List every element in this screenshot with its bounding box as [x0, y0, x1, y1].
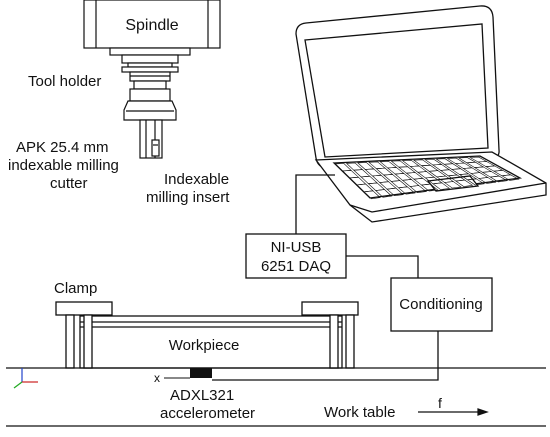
- cutter-label-line3: cutter: [50, 175, 88, 192]
- accelerometer-label-line1: ADXL321: [170, 387, 234, 404]
- sensor-x-label: x: [154, 371, 160, 385]
- tool-holder: [121, 54, 179, 64]
- laptop-key: [466, 178, 485, 186]
- workpiece-label: Workpiece: [169, 337, 240, 354]
- clamp-left: [55, 301, 113, 316]
- cutter-label-line1: APK 25.4 mm: [16, 139, 109, 156]
- clamp-right: [301, 301, 359, 316]
- insert-label-line2: milling insert: [146, 189, 230, 206]
- milling-insert: [151, 139, 160, 157]
- clamp-label: Clamp: [54, 280, 97, 297]
- coordinate-axes: [13, 368, 38, 389]
- laptop-key: [386, 187, 404, 197]
- laptop-key: [500, 174, 520, 181]
- fixture: [55, 301, 359, 369]
- cutter-label-line2: indexable milling: [8, 157, 119, 174]
- laptop-key: [409, 185, 428, 194]
- laptop-key: [489, 175, 509, 183]
- conditioning-label: Conditioning: [399, 296, 482, 313]
- tool-holder-label: Tool holder: [28, 73, 101, 90]
- laptop-key: [455, 179, 474, 187]
- laptop-key: [432, 182, 451, 190]
- daq-box: [245, 233, 347, 279]
- daq-label-line2: 6251 DAQ: [261, 258, 331, 275]
- laptop-key: [397, 186, 416, 195]
- feed-arrow: [418, 408, 489, 416]
- accelerometer: [190, 368, 212, 378]
- daq-label-line1: NI-USB: [271, 239, 322, 256]
- laptop-keyboard: [332, 155, 523, 199]
- laptop-key: [443, 181, 462, 189]
- work-table-label: Work table: [324, 404, 395, 421]
- conditioning-box: [390, 277, 493, 332]
- laptop: [295, 5, 547, 223]
- signal-wires: [212, 174, 439, 381]
- spindle-body: [83, 0, 221, 49]
- laptop-key: [363, 190, 381, 200]
- spindle-label: Spindle: [125, 17, 178, 34]
- sensor-cable: [212, 331, 439, 381]
- laptop-keys: [334, 156, 520, 200]
- laptop-key: [375, 189, 393, 198]
- accelerometer-label-line2: accelerometer: [160, 405, 255, 422]
- laptop-key: [420, 183, 439, 192]
- feed-label: f: [438, 395, 442, 411]
- laptop-key: [478, 177, 497, 184]
- insert-label-line1: Indexable: [164, 171, 229, 188]
- daq-to-conditioning-wire: [346, 255, 419, 278]
- spindle-assembly: [83, 0, 221, 159]
- usb-cable: [295, 174, 335, 234]
- laptop-screen: [304, 23, 489, 158]
